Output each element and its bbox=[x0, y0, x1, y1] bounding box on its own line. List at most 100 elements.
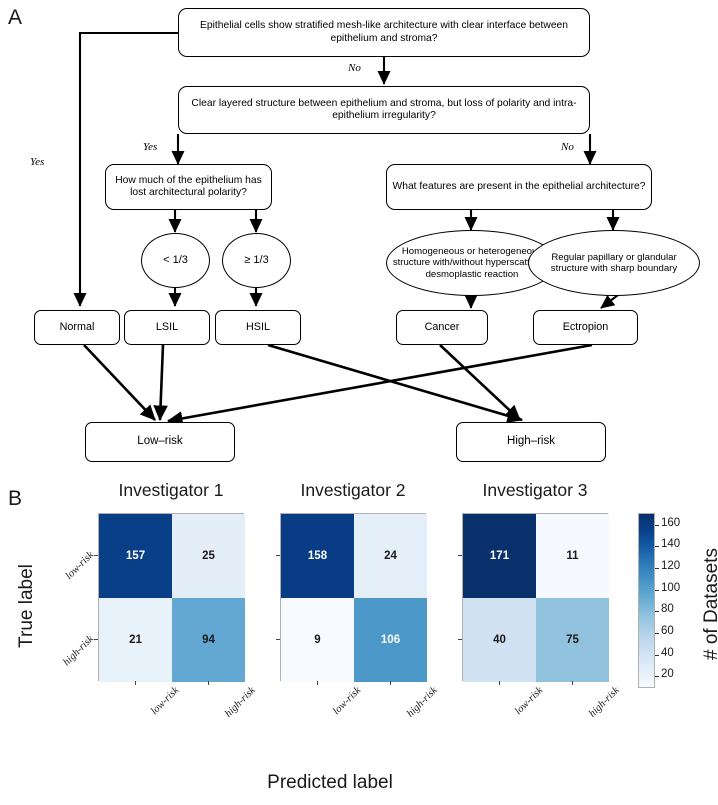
colorbar-tick-mark bbox=[655, 589, 659, 591]
flow-node-hsil[interactable]: HSIL bbox=[215, 310, 301, 345]
edge-label-yes-left: Yes bbox=[30, 156, 44, 168]
x-tick-mark bbox=[134, 681, 136, 685]
flow-node-ectropion[interactable]: Ectropion bbox=[533, 310, 638, 345]
y-tick-mark bbox=[276, 555, 280, 556]
colorbar-tick-mark bbox=[655, 546, 659, 548]
flow-node-q3-label: How much of the epithelium has lost arch… bbox=[115, 174, 262, 198]
edge-label-yes-mid: Yes bbox=[143, 141, 157, 153]
flowchart-connectors bbox=[73, 31, 620, 426]
matrix-title-investigator-1: Investigator 1 bbox=[118, 480, 224, 500]
flow-node-q2[interactable]: Clear layered structure between epitheli… bbox=[178, 86, 590, 134]
colorbar-tick-label: 40 bbox=[661, 646, 674, 659]
colorbar-label: # of Datasets bbox=[701, 548, 718, 660]
heatmap-cell: 40 bbox=[463, 598, 536, 682]
heatmap-cell: 11 bbox=[536, 514, 609, 598]
flow-node-q3[interactable]: How much of the epithelium has lost arch… bbox=[105, 164, 272, 210]
edge-label-no-right-text: No bbox=[561, 141, 574, 153]
flow-node-greater-equal-third[interactable]: ≥ 1/3 bbox=[222, 233, 291, 288]
x-tick-high-risk: high-risk bbox=[586, 685, 622, 720]
x-tick-high-risk: high-risk bbox=[404, 685, 440, 720]
x-tick-mark bbox=[498, 681, 500, 685]
panel-a-letter: A bbox=[8, 6, 23, 29]
matrix-title-investigator-3: Investigator 3 bbox=[482, 480, 588, 500]
colorbar-tick-label: 80 bbox=[661, 603, 674, 616]
y-tick-mark bbox=[94, 639, 98, 640]
heatmap-cell: 75 bbox=[536, 598, 609, 682]
colorbar-tick-mark bbox=[655, 568, 659, 570]
edge-label-yes-mid-text: Yes bbox=[143, 141, 158, 153]
x-tick-low-risk: low-risk bbox=[512, 685, 545, 718]
colorbar-tick-mark bbox=[655, 611, 659, 613]
flow-node-ectropion-label: Ectropion bbox=[562, 321, 609, 334]
flow-node-normal[interactable]: Normal bbox=[34, 310, 120, 345]
flow-node-lsil[interactable]: LSIL bbox=[124, 310, 210, 345]
x-tick-low-risk: low-risk bbox=[330, 685, 363, 718]
flow-node-lsil-label: LSIL bbox=[155, 321, 179, 334]
edge-label-yes-left-text: Yes bbox=[30, 156, 45, 168]
colorbar-tick-mark bbox=[655, 632, 659, 634]
colorbar-tick-label: 20 bbox=[661, 668, 674, 681]
y-tick-mark bbox=[94, 555, 98, 556]
colorbar-tick-label: 140 bbox=[661, 538, 681, 551]
y-axis-label: True label bbox=[16, 564, 37, 648]
heatmap-cell: 25 bbox=[172, 514, 245, 598]
flow-node-normal-label: Normal bbox=[59, 321, 95, 334]
flow-node-low-risk-label: Low–risk bbox=[137, 435, 183, 448]
flow-node-greater-equal-third-label: ≥ 1/3 bbox=[244, 254, 269, 267]
flow-node-hsil-label: HSIL bbox=[245, 321, 270, 334]
x-tick-mark bbox=[316, 681, 318, 685]
heatmap-cell: 158 bbox=[281, 514, 354, 598]
colorbar-tick-label: 100 bbox=[661, 581, 681, 594]
y-tick-low-risk: low-risk bbox=[63, 549, 96, 582]
edge-label-no-right: No bbox=[561, 141, 574, 153]
heatmap-cell: 9 bbox=[281, 598, 354, 682]
colorbar-tick-label: 160 bbox=[661, 516, 681, 529]
matrix-title-investigator-2: Investigator 2 bbox=[300, 480, 406, 500]
confusion-matrix-panel: Investigator 1 Investigator 2 Investigator… bbox=[0, 480, 718, 805]
colorbar-tick-label: 60 bbox=[661, 624, 674, 637]
x-tick-low-risk: low-risk bbox=[148, 685, 181, 718]
y-tick-mark bbox=[276, 639, 280, 640]
edge-label-no-top: No bbox=[348, 62, 361, 74]
colorbar bbox=[638, 513, 655, 688]
flow-node-q4[interactable]: What features are present in the epithel… bbox=[386, 164, 652, 210]
flow-node-papillary-structure[interactable]: Regular papillary or glandular structure… bbox=[528, 230, 700, 296]
colorbar-tick-mark bbox=[655, 524, 659, 526]
flow-node-q1-label: Epithelial cells show stratified mesh-li… bbox=[200, 20, 568, 44]
flowchart-panel: Epithelial cells show stratified mesh-li… bbox=[30, 8, 700, 462]
x-tick-mark bbox=[571, 681, 573, 685]
panel-b-letter: B bbox=[8, 487, 23, 510]
heatmap-cell: 171 bbox=[463, 514, 536, 598]
colorbar-tick-label: 120 bbox=[661, 560, 681, 573]
x-tick-mark bbox=[389, 681, 391, 685]
x-tick-mark bbox=[207, 681, 209, 685]
flow-node-q1[interactable]: Epithelial cells show stratified mesh-li… bbox=[178, 8, 590, 57]
flow-node-homogeneous-structure-label: Homogeneous or heterogeneous structure w… bbox=[392, 246, 552, 280]
flow-node-less-than-third[interactable]: < 1/3 bbox=[141, 233, 210, 288]
heatmap-cell: 106 bbox=[354, 598, 427, 682]
flow-node-low-risk[interactable]: Low–risk bbox=[85, 422, 235, 462]
flow-node-q2-label: Clear layered structure between epitheli… bbox=[191, 97, 577, 121]
heatmap-cell: 21 bbox=[99, 598, 172, 682]
flow-node-papillary-structure-label: Regular papillary or glandular structure… bbox=[550, 251, 678, 274]
edge-label-no-top-text: No bbox=[348, 62, 361, 74]
y-tick-mark bbox=[458, 639, 462, 640]
x-axis-label: Predicted label bbox=[267, 772, 393, 793]
y-tick-high-risk: high-risk bbox=[61, 633, 96, 669]
flow-node-high-risk-label: High–risk bbox=[507, 435, 555, 448]
flow-node-q4-label: What features are present in the epithel… bbox=[392, 180, 646, 192]
heatmap-cell: 157 bbox=[99, 514, 172, 598]
flow-node-cancer[interactable]: Cancer bbox=[396, 310, 488, 345]
x-tick-high-risk: high-risk bbox=[222, 685, 258, 720]
y-tick-mark bbox=[458, 555, 462, 556]
flow-node-high-risk[interactable]: High–risk bbox=[456, 422, 606, 462]
colorbar-tick-mark bbox=[655, 654, 659, 656]
heatmap-cell: 24 bbox=[354, 514, 427, 598]
colorbar-tick-mark bbox=[655, 676, 659, 678]
flow-node-less-than-third-label: < 1/3 bbox=[163, 254, 188, 267]
heatmap-cell: 94 bbox=[172, 598, 245, 682]
flow-node-cancer-label: Cancer bbox=[424, 321, 460, 334]
